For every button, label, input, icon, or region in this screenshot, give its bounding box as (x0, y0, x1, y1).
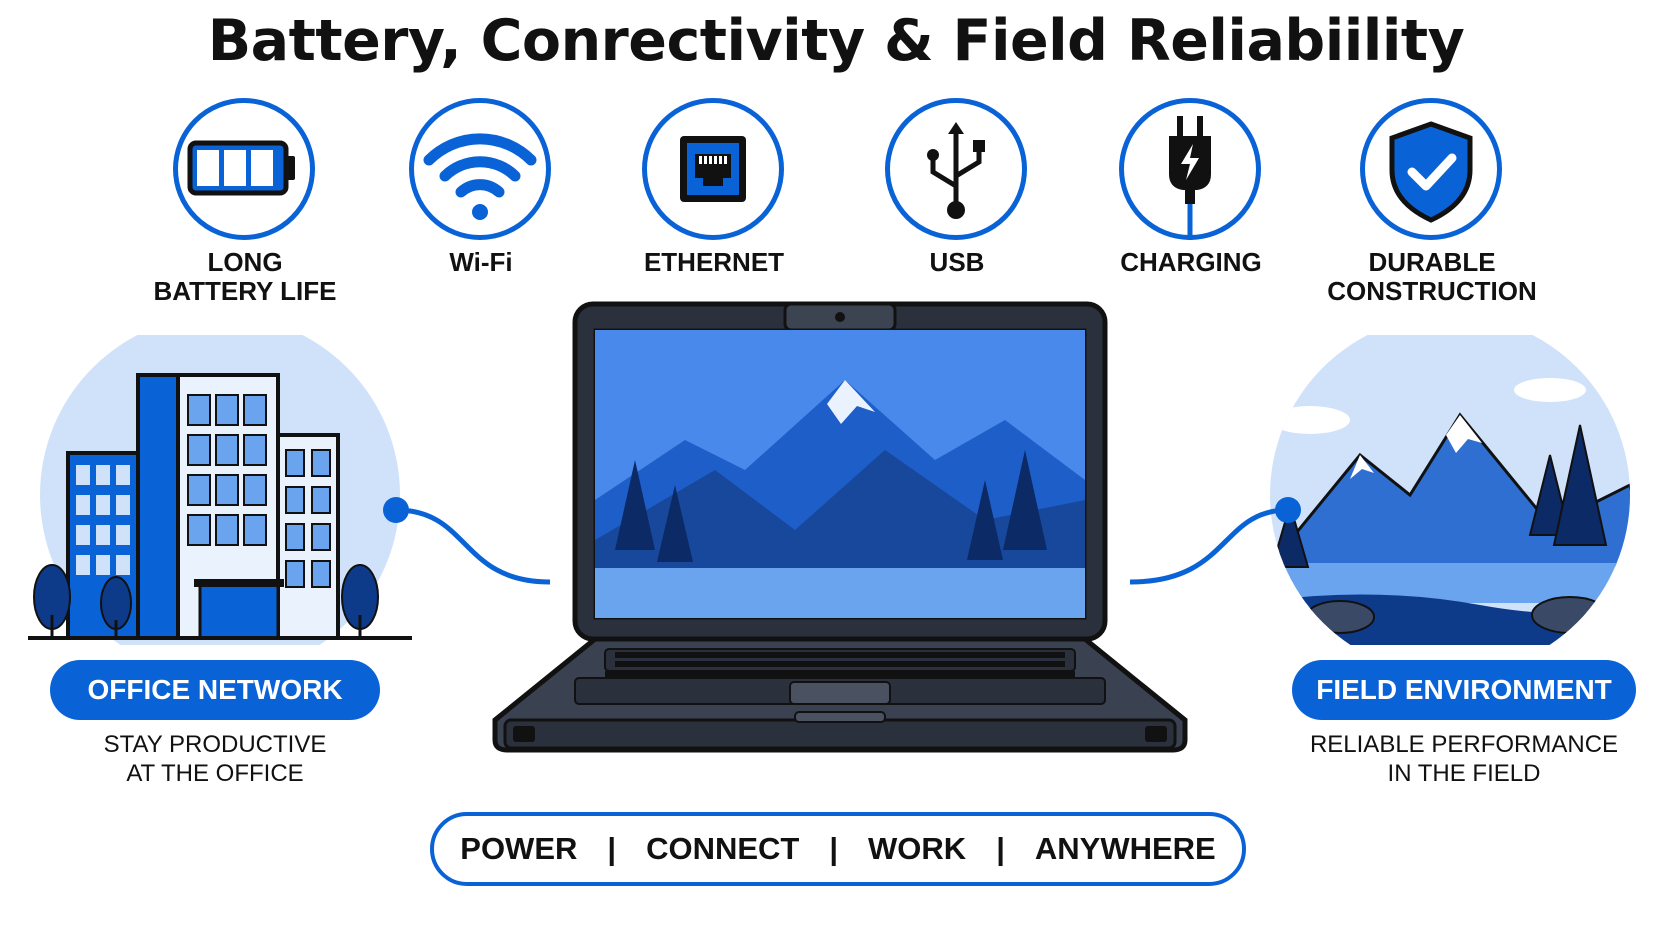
feature-label: LONG BATTERY LIFE (153, 247, 337, 306)
office-description: STAY PRODUCTIVE AT THE OFFICE (103, 731, 327, 787)
tagline-work: WORK (868, 831, 967, 866)
wifi-icon (423, 133, 537, 220)
field-description: RELIABLE PERFORMANCE IN THE FIELD (1309, 731, 1619, 787)
tagline-anywhere: ANYWHERE (1034, 831, 1216, 866)
feature-battery: LONG BATTERY LIFE (135, 98, 355, 328)
field-mountain-illustration (1270, 335, 1630, 645)
feature-ethernet: ETHERNET (604, 98, 824, 328)
office-network-pill: OFFICE NETWORK (50, 660, 380, 720)
rugged-laptop-illustration (492, 301, 1188, 753)
feature-label: DURABLE CONSTRUCTION (1327, 247, 1537, 306)
shield-check-icon (1389, 121, 1473, 223)
field-environment-pill: FIELD ENVIRONMENT (1292, 660, 1636, 720)
feature-label: ETHERNET (643, 247, 785, 277)
feature-usb: USB (847, 98, 1067, 328)
feature-label: USB (929, 247, 985, 277)
page-title: Battery, Conrectivity & Field Reliabiili… (207, 8, 1465, 74)
feature-charging: CHARGING (1081, 98, 1301, 328)
usb-icon (927, 122, 985, 219)
feature-wifi: Wi-Fi (371, 98, 591, 328)
feature-circle (885, 98, 1027, 240)
field-connector-line (1129, 497, 1301, 585)
charging-plug-icon (1169, 116, 1211, 240)
feature-durable: DURABLE CONSTRUCTION (1322, 98, 1542, 328)
tagline-separator: | (829, 831, 839, 866)
feature-label: CHARGING (1120, 247, 1262, 277)
tagline-connect: CONNECT (646, 831, 800, 866)
tagline-power: POWER (460, 831, 578, 866)
tagline-bar: POWER | CONNECT | WORK | ANYWHERE (430, 812, 1246, 886)
feature-label: Wi-Fi (449, 247, 513, 277)
tagline-separator: | (607, 831, 617, 866)
office-connector-line (383, 497, 551, 585)
ethernet-icon (680, 136, 746, 202)
office-building-illustration (28, 335, 412, 645)
battery-icon (187, 140, 295, 196)
tagline-separator: | (996, 831, 1005, 866)
